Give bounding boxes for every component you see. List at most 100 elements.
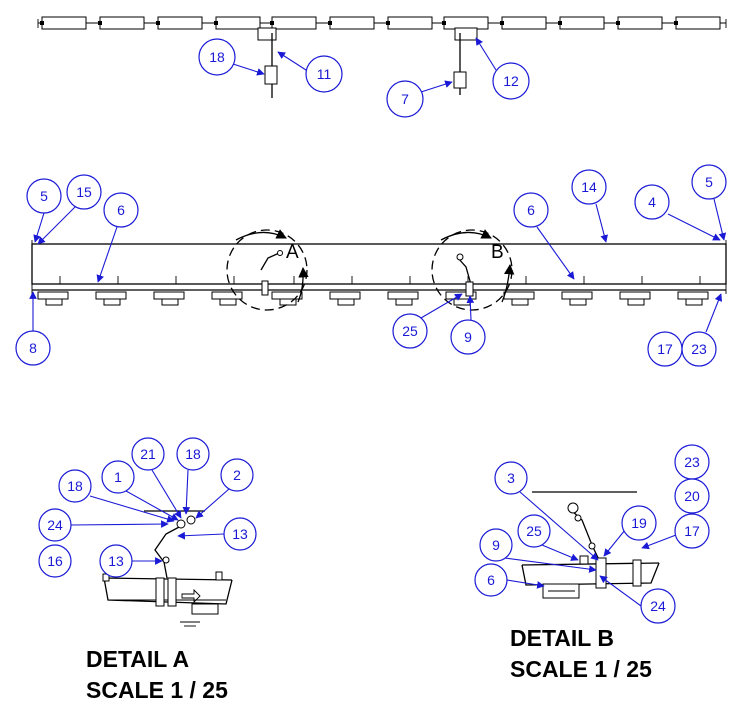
foot-pad bbox=[387, 291, 419, 300]
balloon-leader bbox=[33, 212, 45, 243]
foot-pad bbox=[561, 291, 593, 300]
balloon-leader bbox=[96, 226, 118, 283]
detail-a-letter: A bbox=[286, 242, 299, 263]
foot-pad bbox=[211, 291, 243, 300]
item-balloon: 15 bbox=[66, 174, 102, 210]
item-balloon: 9 bbox=[479, 528, 513, 562]
foot-pad bbox=[95, 291, 127, 300]
item-balloon: 23 bbox=[681, 331, 717, 367]
balloon-leader bbox=[536, 226, 575, 280]
item-number: 2 bbox=[233, 467, 241, 483]
foot-pad bbox=[153, 291, 185, 300]
item-balloon: 7 bbox=[386, 80, 424, 118]
item-balloon: 1 bbox=[101, 460, 135, 494]
item-number: 23 bbox=[691, 341, 707, 357]
item-number: 8 bbox=[29, 340, 37, 356]
balloon-leader bbox=[713, 198, 727, 241]
main-elevation: A B bbox=[31, 229, 727, 311]
top-segment bbox=[157, 16, 203, 30]
item-number: 23 bbox=[684, 454, 700, 470]
item-balloon: 5 bbox=[691, 164, 727, 200]
item-balloon: 8 bbox=[15, 330, 51, 366]
item-balloon: 13 bbox=[223, 517, 257, 551]
item-balloon: 18 bbox=[58, 469, 92, 503]
item-balloon: 24 bbox=[38, 508, 72, 542]
top-segment bbox=[559, 16, 605, 30]
item-number: 1 bbox=[114, 469, 122, 485]
item-balloon: 6 bbox=[474, 563, 508, 597]
foot-base bbox=[219, 298, 237, 306]
item-number: 6 bbox=[487, 572, 495, 588]
item-balloon: 17 bbox=[647, 331, 683, 367]
balloon-leader bbox=[420, 80, 453, 93]
item-number: 6 bbox=[527, 202, 535, 218]
foot-base bbox=[45, 298, 63, 306]
item-balloon: 18 bbox=[198, 38, 236, 76]
top-segment bbox=[443, 16, 489, 30]
foot-pad bbox=[329, 291, 361, 300]
top-segment bbox=[501, 16, 547, 30]
detail-a-title: DETAIL A bbox=[86, 646, 189, 672]
balloon-leader bbox=[182, 469, 191, 515]
item-number: 20 bbox=[684, 488, 700, 504]
top-segment bbox=[271, 16, 317, 30]
item-number: 21 bbox=[140, 446, 156, 462]
top-segment bbox=[215, 16, 261, 30]
foot-base bbox=[395, 298, 413, 306]
foot-base bbox=[685, 298, 703, 306]
foot-pad bbox=[503, 291, 535, 300]
item-number: 14 bbox=[581, 179, 597, 195]
item-balloon: 5 bbox=[26, 178, 62, 214]
item-balloon: 14 bbox=[571, 169, 607, 205]
item-number: 9 bbox=[464, 329, 472, 345]
item-number: 13 bbox=[232, 526, 248, 542]
item-balloon: 11 bbox=[305, 55, 343, 93]
item-number: 5 bbox=[705, 174, 713, 190]
top-view bbox=[37, 16, 727, 98]
balloon-leader bbox=[466, 295, 475, 321]
item-balloon: 25 bbox=[392, 313, 428, 349]
balloon-leader bbox=[641, 534, 677, 550]
balloon-leader bbox=[603, 529, 626, 557]
item-number: 16 bbox=[47, 553, 63, 569]
balloon-leader bbox=[125, 490, 179, 521]
item-number: 18 bbox=[67, 478, 83, 494]
item-balloon: 6 bbox=[103, 192, 139, 228]
item-number: 19 bbox=[631, 515, 647, 531]
item-balloon: 18 bbox=[176, 437, 210, 471]
balloon-leader bbox=[504, 557, 597, 573]
top-segment bbox=[99, 16, 145, 30]
detail-b-scale: SCALE 1 / 25 bbox=[510, 656, 652, 682]
balloon-leader bbox=[37, 205, 77, 245]
foot-base bbox=[103, 298, 121, 306]
item-balloon: 2 bbox=[220, 458, 254, 492]
balloon-leader bbox=[277, 51, 307, 71]
item-number: 11 bbox=[317, 66, 332, 82]
top-segment bbox=[41, 16, 87, 30]
balloon-leader bbox=[420, 293, 463, 319]
foot-base bbox=[569, 298, 587, 306]
item-number: 17 bbox=[657, 341, 673, 357]
foot-base bbox=[453, 298, 471, 306]
detail-b-letter: B bbox=[491, 242, 504, 263]
balloon-leader bbox=[70, 520, 169, 528]
top-segment bbox=[617, 16, 663, 30]
foot-pad bbox=[619, 291, 651, 300]
item-number: 7 bbox=[401, 91, 409, 107]
balloon-leader bbox=[89, 495, 175, 523]
balloon-leader bbox=[506, 579, 545, 589]
item-balloon: 19 bbox=[621, 505, 657, 541]
balloon-leader bbox=[151, 469, 182, 519]
item-number: 18 bbox=[209, 49, 225, 65]
item-number: 15 bbox=[76, 184, 92, 200]
detail-b-view bbox=[521, 491, 660, 599]
foot-pad bbox=[37, 291, 69, 300]
balloon-leader bbox=[177, 531, 225, 540]
top-segment bbox=[329, 16, 375, 30]
item-balloon: 3 bbox=[494, 461, 528, 495]
balloon-leader bbox=[667, 213, 721, 241]
item-number: 25 bbox=[402, 323, 418, 339]
top-segment bbox=[675, 16, 721, 30]
foot-pad bbox=[271, 291, 303, 300]
